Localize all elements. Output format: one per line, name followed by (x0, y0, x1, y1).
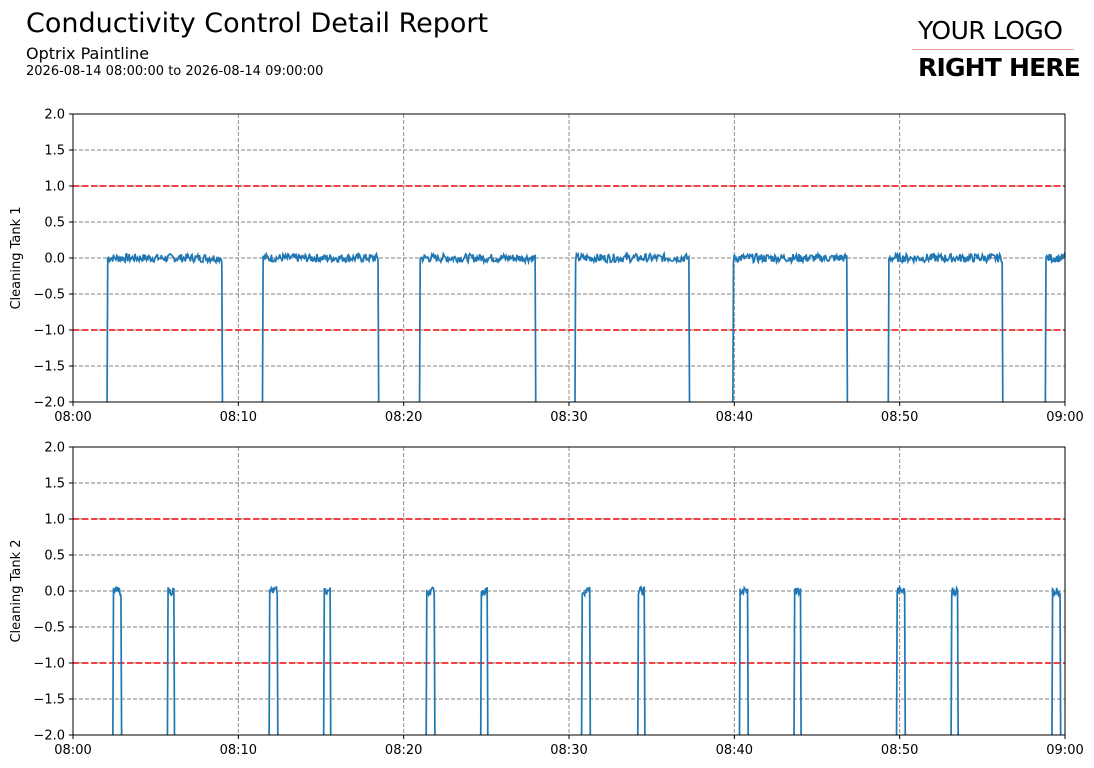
logo: YOUR LOGO RIGHT HERE (912, 16, 1081, 86)
y-axis-label: Cleaning Tank 2 (9, 539, 24, 642)
x-tick-label: 08:50 (881, 743, 918, 758)
x-tick-label: 09:00 (1046, 743, 1083, 758)
y-tick-label: 1.0 (44, 180, 65, 195)
x-tick-label: 08:10 (220, 410, 257, 425)
chart-tank-2: 2.0 1.5 1.0 0.5 0.0 −0.5 −1.0 −1.5 −2.008:00 08:1… (9, 441, 1084, 759)
y-tick-label: −0.5 (33, 288, 65, 303)
logo-line1: YOUR LOGO (918, 16, 1063, 45)
y-tick-label: −1.5 (33, 360, 65, 375)
x-tick-label: 08:10 (220, 743, 257, 758)
y-tick-label: 1.5 (44, 477, 65, 492)
x-tick-label: 08:40 (716, 743, 753, 758)
y-tick-label: 1.0 (44, 513, 65, 528)
x-tick-label: 09:00 (1046, 410, 1083, 425)
y-tick-label: 0.5 (44, 549, 65, 564)
x-tick-label: 08:40 (716, 410, 753, 425)
y-axis-label: Cleaning Tank 1 (9, 206, 24, 309)
y-tick-label: −1.5 (33, 693, 65, 708)
x-tick-label: 08:30 (550, 410, 587, 425)
y-tick-label: −2.0 (33, 396, 65, 411)
y-tick-label: 2.0 (44, 441, 65, 456)
x-tick-label: 08:30 (550, 743, 587, 758)
report-title: Conductivity Control Detail Report (26, 8, 489, 39)
chart-tank-1: 2.0 1.5 1.0 0.5 0.0 −0.5 −1.0 −1.5 −2.008:00 08:1… (9, 108, 1084, 426)
x-tick-label: 08:20 (385, 743, 422, 758)
y-tick-label: 0.5 (44, 216, 65, 231)
report-subtitle: Optrix Paintline (26, 44, 150, 63)
x-tick-label: 08:50 (881, 410, 918, 425)
y-tick-label: 0.0 (44, 585, 65, 600)
report-date-range: 2026-08-14 08:00:00 to 2026-08-14 09:00:… (26, 64, 324, 79)
y-tick-label: 1.5 (44, 144, 65, 159)
y-tick-label: 2.0 (44, 108, 65, 123)
y-tick-label: −2.0 (33, 729, 65, 744)
series-line (112, 584, 1062, 735)
y-tick-label: −1.0 (33, 324, 65, 339)
x-tick-label: 08:00 (54, 410, 91, 425)
y-tick-label: −1.0 (33, 657, 65, 672)
y-tick-label: −0.5 (33, 621, 65, 636)
x-tick-label: 08:00 (54, 743, 91, 758)
x-tick-label: 08:20 (385, 410, 422, 425)
y-tick-label: 0.0 (44, 252, 65, 267)
series-line (106, 250, 1065, 402)
logo-divider (912, 49, 1074, 50)
logo-line2: RIGHT HERE (918, 53, 1081, 82)
